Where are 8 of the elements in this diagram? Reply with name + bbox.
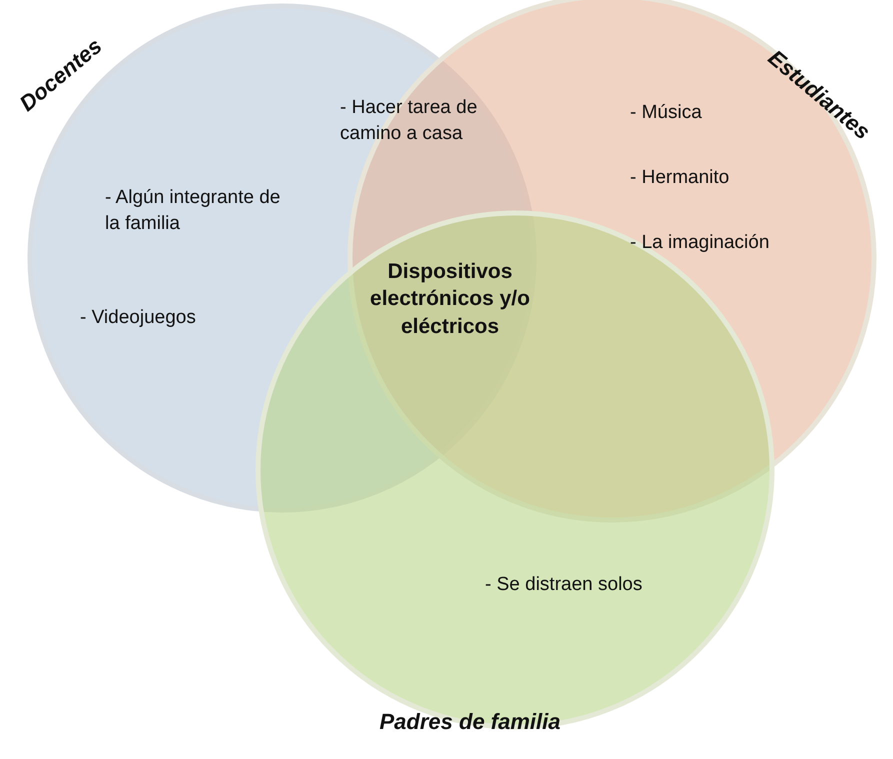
list-item: - Se distraen solos [485,573,644,597]
list-item: - Algún integrante de la familia [105,186,282,236]
list-item: - Videojuegos [80,306,197,330]
center-label: Dispositivos electrónicos y/o eléctricos [369,259,531,340]
list-item: - La imaginación [630,231,770,255]
circle-title: Padres de familia [380,709,560,735]
list-item: - Hermanito [630,166,730,190]
list-item: - Hacer tarea de camino a casa [340,96,478,146]
